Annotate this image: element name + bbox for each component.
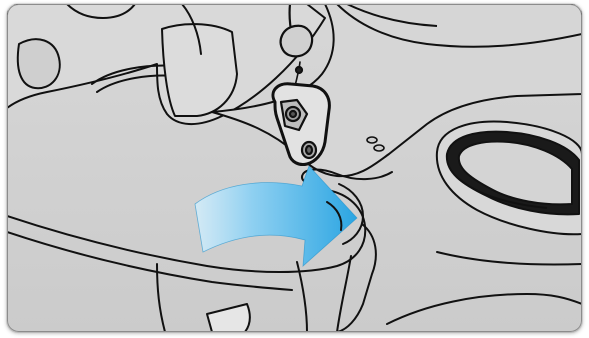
assembly-illustration <box>7 4 582 332</box>
illustration-frame <box>7 4 582 332</box>
